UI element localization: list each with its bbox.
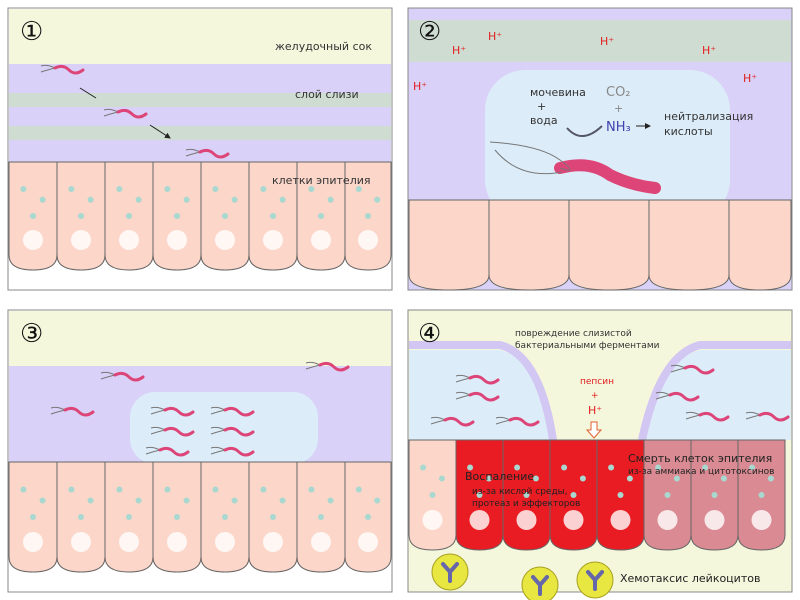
panel-number: ①: [20, 17, 43, 47]
label-neutralization: нейтрализация: [664, 110, 753, 123]
leukocyte: [576, 561, 614, 599]
epithelial-cell: [56, 161, 106, 271]
label-nh3: NH₃: [606, 120, 631, 135]
h-ions: H⁺ H⁺ H⁺ H⁺ H⁺ H⁺: [413, 30, 757, 93]
epithelial-cell: [8, 461, 58, 573]
epithelial-cell: [104, 461, 154, 573]
svg-text:H⁺: H⁺: [702, 44, 716, 57]
epithelial-cell: [690, 439, 739, 551]
label-pepsin: пепсин: [580, 377, 614, 387]
epithelial-cell: [596, 439, 645, 551]
svg-text:+: +: [537, 100, 546, 113]
bacterium: [745, 411, 790, 422]
svg-text:H⁺: H⁺: [600, 35, 614, 48]
label-epithelial-cells: клетки эпителия: [272, 174, 371, 187]
epithelial-cell: [56, 461, 106, 573]
label-water: вода: [530, 114, 558, 127]
bacterium: [495, 416, 540, 427]
svg-text:H⁺: H⁺: [413, 80, 427, 93]
leukocytes: [431, 553, 614, 600]
bacterium: [670, 364, 715, 375]
epithelial-cell: [502, 439, 551, 551]
epithelial-cell: [549, 439, 598, 551]
svg-text:протеаз и эффекторов: протеаз и эффекторов: [472, 499, 580, 509]
bacterium: [50, 406, 95, 417]
svg-text:H⁺: H⁺: [743, 72, 757, 85]
bacterium: [100, 371, 145, 382]
bacterium: [145, 446, 190, 457]
protective-cloud: [485, 70, 730, 220]
down-arrow-icon: [585, 421, 603, 439]
epithelial-cell: [200, 461, 250, 573]
gastric-juice-layer: [9, 9, 391, 64]
svg-text:H⁺: H⁺: [452, 44, 466, 57]
bacterium: [655, 391, 700, 402]
panel-2: ② H⁺ H⁺ H⁺ H⁺ H⁺ H⁺ мочевина + вода CO₂ …: [407, 7, 793, 291]
svg-text:кислоты: кислоты: [664, 125, 713, 138]
leukocyte: [521, 566, 559, 600]
epithelial-cell: [296, 461, 346, 573]
bacterium: [103, 108, 148, 119]
bacterium: [210, 446, 255, 457]
epithelial-cell: [248, 461, 298, 573]
panel-number: ②: [418, 17, 441, 47]
bacterium: [185, 148, 230, 159]
epithelial-cell: [104, 161, 154, 271]
bacterium: [685, 411, 730, 422]
bacterium: [554, 159, 661, 194]
leukocyte: [431, 553, 469, 591]
svg-text:H⁺: H⁺: [488, 30, 502, 43]
epithelial-cell: [408, 199, 490, 291]
panel-1: ① желудочный сок слой слизи клетки эпите…: [7, 7, 393, 291]
epithelial-cell: [737, 439, 786, 551]
svg-text:из-за кислой среды,: из-за кислой среды,: [472, 487, 568, 497]
bacterium: [150, 426, 195, 437]
panel-3: ③: [7, 309, 393, 593]
label-h-ion: H⁺: [588, 404, 602, 417]
label-co2: CO₂: [606, 85, 631, 100]
epithelial-cell: [152, 461, 202, 573]
label-gastric-juice: желудочный сок: [275, 40, 372, 53]
label-cell-death: Смерть клеток эпителия: [628, 452, 772, 465]
epithelial-cell: [488, 199, 570, 291]
svg-text:бактериальными ферментами: бактериальными ферментами: [515, 341, 660, 351]
label-mucus-layer: слой слизи: [295, 88, 359, 101]
mucus-layer: [9, 64, 391, 162]
label-inflammation: Воспаление: [465, 470, 534, 483]
svg-text:+: +: [591, 391, 599, 401]
epithelial-cell: [344, 461, 392, 573]
epithelial-cell: [455, 439, 504, 551]
panel-4: ④ повреждение слизистой бактериальными ф…: [407, 309, 793, 600]
bacterium: [455, 374, 500, 385]
svg-text:+: +: [614, 102, 623, 115]
bacterium: [430, 416, 475, 427]
epithelial-cell: [152, 161, 202, 271]
epithelial-cell: [200, 161, 250, 271]
bacterium: [305, 361, 350, 372]
epithelial-cell: [643, 439, 692, 551]
label-mucus-damage: повреждение слизистой: [515, 329, 632, 339]
svg-text:из-за аммиака и цитотоксинов: из-за аммиака и цитотоксинов: [628, 467, 774, 477]
epithelial-cell: [648, 199, 730, 291]
bacterium: [210, 426, 255, 437]
epithelial-cell: [408, 439, 457, 551]
label-chemotaxis: Хемотаксис лейкоцитов: [620, 572, 760, 585]
bacterium: [210, 406, 255, 417]
label-urea: мочевина: [530, 86, 586, 99]
panel-number: ③: [20, 319, 43, 349]
epithelial-cell: [728, 199, 792, 291]
panel-number: ④: [418, 319, 441, 349]
bacterium: [150, 406, 195, 417]
bacterium: [40, 64, 85, 75]
epithelial-cell: [248, 161, 298, 271]
bacterium: [455, 391, 500, 402]
epithelial-cell: [568, 199, 650, 291]
epithelial-cell: [296, 161, 346, 271]
epithelial-cell: [344, 161, 392, 271]
epithelial-cell: [8, 161, 58, 271]
